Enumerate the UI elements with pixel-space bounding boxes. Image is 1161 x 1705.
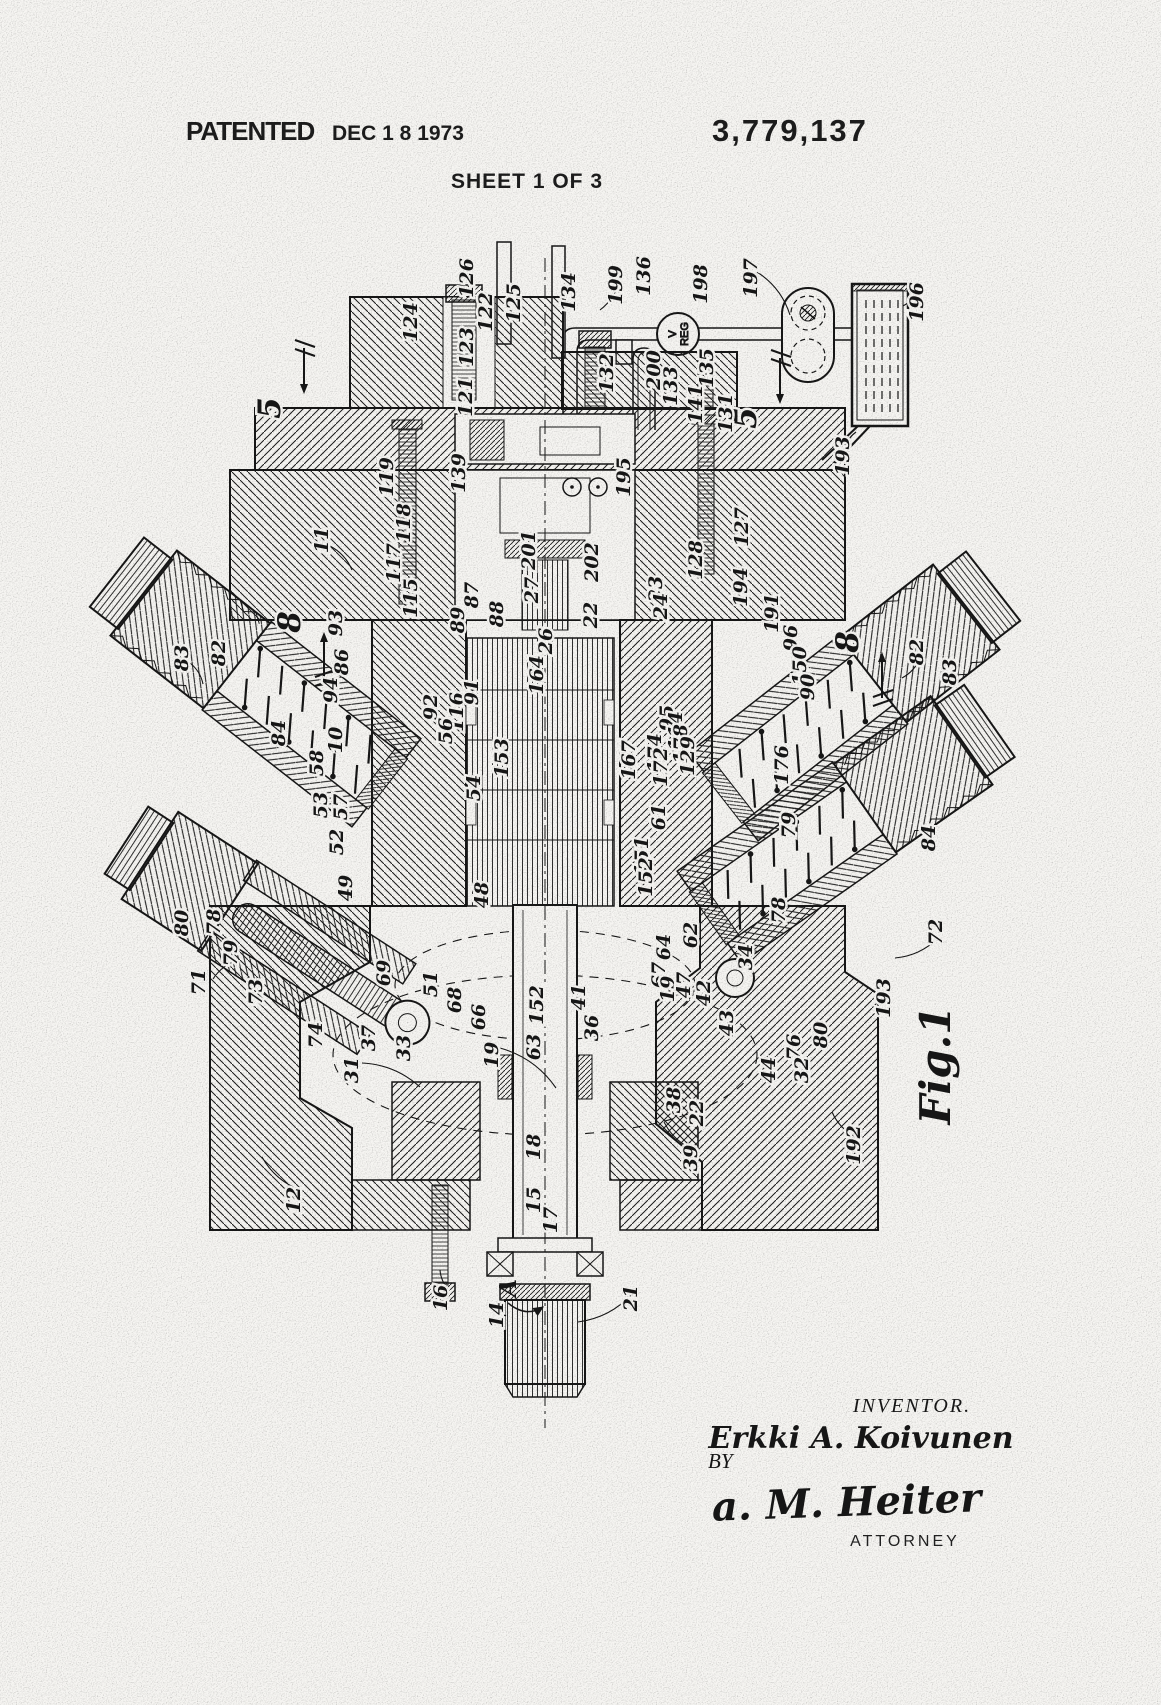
patent-sheet-svg: PATENTED DEC 1 8 1973 3,779,137 SHEET 1 …: [0, 0, 1161, 1705]
scan-noise-overlay: [0, 0, 1161, 1705]
patent-sheet-page: PATENTED DEC 1 8 1973 3,779,137 SHEET 1 …: [0, 0, 1161, 1705]
